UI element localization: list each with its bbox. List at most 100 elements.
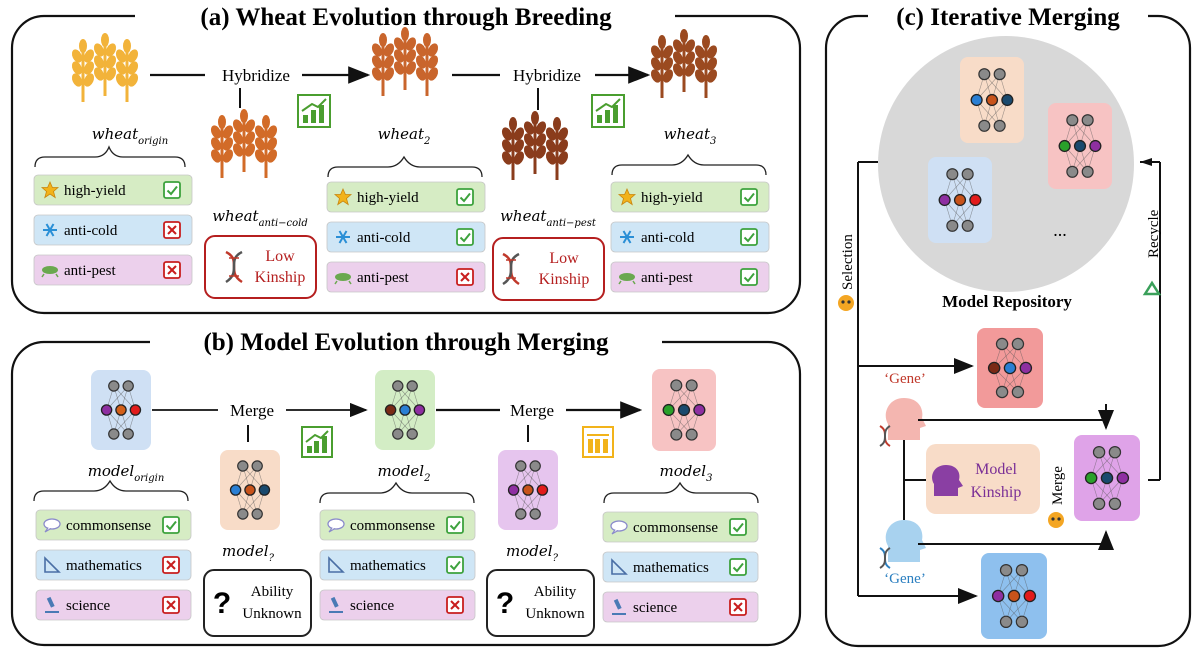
selected-model-top [977,328,1043,408]
neuron [384,404,397,416]
trait-label: anti-pest [641,270,693,286]
neuron [987,361,1001,375]
neuron [1081,114,1094,127]
neuron [1001,93,1014,107]
neuron [1015,563,1029,577]
neuron [993,68,1006,81]
model-networks-panel-b [91,369,716,530]
robot-face-icon [1048,512,1064,528]
trait-row: anti-pest [326,261,486,293]
model-unknown-1-base: model [222,542,269,560]
neuron [1092,445,1106,459]
check-icon [729,558,747,576]
snowflake-icon [43,223,57,237]
gene-label-2: ‘Gene’ [884,571,926,587]
dna-icon [502,252,520,286]
neuron [515,508,527,520]
ruler-triangle-icon [611,558,628,575]
neuron [969,193,982,207]
panel-a-title: (a) Wheat Evolution through Breeding [200,4,612,31]
trait-row: anti-pest [610,261,770,293]
check-icon [740,188,758,206]
brace [34,145,186,168]
brace [319,481,475,504]
wheat-anti-pest-icon [498,109,572,182]
check-icon [446,516,464,534]
wheat-anti-cold-base: wheat [212,207,259,225]
neuron [1007,589,1021,603]
low-kinship-box-1: Low Kinship [204,235,317,299]
microscope-icon [329,596,343,613]
neuron [1011,337,1025,351]
trait-label: mathematics [350,558,426,574]
neuron [129,404,142,416]
panel-b-title: (b) Model Evolution through Merging [203,329,609,356]
low-kinship-line2: Kinship [539,271,590,288]
neuron [229,484,242,496]
neuron [1011,385,1025,399]
merged-model [1074,435,1140,521]
trait-label: science [350,598,394,614]
bug-icon [618,273,636,285]
neuron [406,380,418,392]
wheat-anti-cold-sub: anti−cold [259,218,308,229]
neuron [946,219,959,232]
check-icon [740,268,758,286]
neuron [685,379,698,392]
cross-icon [446,596,464,614]
chart-up-icon [301,426,333,458]
neuron [108,380,120,392]
bug-icon [334,273,352,285]
trait-label: mathematics [633,560,709,576]
neuron [251,508,263,520]
neuron [1108,445,1122,459]
neuron [122,428,134,440]
neuron [1023,589,1037,603]
wheat-2-label: wheat2 [378,125,431,147]
neuron [999,563,1013,577]
check-icon [163,181,181,199]
neuron [999,615,1013,629]
model-kinship-line2: Kinship [971,484,1022,501]
merge-label-1: Merge [230,401,274,420]
model-origin-base: model [88,462,135,480]
neuron [507,484,520,496]
model-unknown-1-network [220,450,280,530]
neuron [515,460,527,472]
neuron [993,119,1006,132]
repo-model-blue [928,157,992,243]
trait-label: mathematics [66,558,142,574]
model-unknown-2-network [498,450,558,530]
ability-unknown-box-2: ? Ability Unknown [486,569,595,637]
neuron [1073,139,1087,153]
trait-label: anti-pest [64,263,116,279]
neuron [1003,361,1017,375]
neuron [991,589,1005,603]
trait-row: mathematics [35,549,192,581]
neuron [122,380,134,392]
brace [603,481,759,504]
neuron [978,68,991,81]
bug-icon [41,266,59,278]
neuron [693,403,706,417]
neuron [115,404,127,416]
merge-label-c: Merge [1050,466,1066,505]
model-2-network [375,370,435,450]
trait-row: commonsense [319,509,476,541]
question-mark-icon: ? [496,587,514,620]
recycle-label: Recycle [1146,209,1162,258]
model-origin-sub: origin [134,473,164,484]
cross-icon [456,268,474,286]
repo-model-pink [1048,103,1112,189]
neuron [100,404,113,416]
trait-row: science [602,591,759,623]
trait-label: anti-pest [357,270,409,286]
neuron [536,484,549,496]
trait-label: science [633,600,677,616]
neuron [244,484,256,496]
neuron [961,219,974,232]
neuron [1084,471,1098,485]
ruler-triangle-icon [44,556,61,573]
